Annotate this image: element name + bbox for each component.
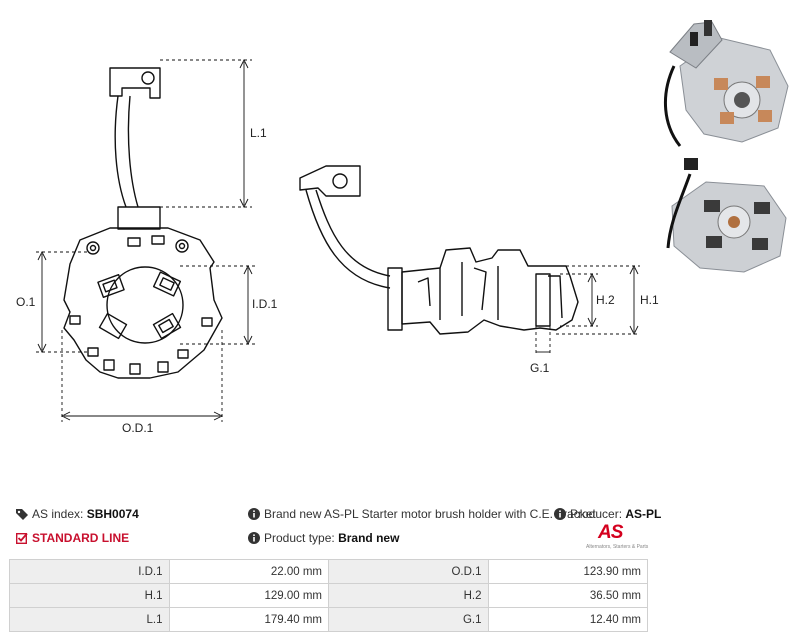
dim-label-h2: H.2 (596, 293, 615, 307)
table-row: H.1 129.00 mm H.2 36.50 mm (9, 583, 648, 608)
checkbox-checked-icon (16, 532, 28, 544)
product-type-label: Product type: (264, 531, 335, 545)
spec-value: 12.40 mm (487, 607, 648, 632)
spec-key: O.D.1 (328, 559, 489, 584)
product-description: Brand new AS-PL Starter motor brush hold… (248, 507, 596, 521)
dimensions-table: I.D.1 22.00 mm O.D.1 123.90 mm H.1 129.0… (9, 559, 648, 632)
as-pl-logo: AS Alternators, Starters & Parts (586, 522, 650, 552)
product-type: Product type: Brand new (248, 531, 399, 545)
info-icon (554, 508, 566, 520)
product-photo-1 (663, 20, 789, 147)
table-row: I.D.1 22.00 mm O.D.1 123.90 mm (9, 559, 648, 584)
spec-key: H.1 (9, 583, 170, 608)
spec-key: G.1 (328, 607, 489, 632)
dim-label-id1: I.D.1 (252, 297, 278, 311)
as-index: AS index: SBH0074 (16, 507, 139, 521)
standard-line-label: STANDARD LINE (32, 531, 130, 545)
tag-icon (16, 509, 28, 520)
spec-value: 22.00 mm (168, 559, 329, 584)
description-text: Brand new AS-PL Starter motor brush hold… (264, 507, 596, 521)
dim-label-od1: O.D.1 (122, 421, 154, 435)
as-index-label: AS index: (32, 507, 84, 521)
standard-line: STANDARD LINE (16, 531, 129, 545)
spec-key: L.1 (9, 607, 170, 632)
technical-drawing: L.1 O.1 I.D.1 O.D.1 H.1 H.2 G.1 (16, 58, 659, 435)
dim-label-g1: G.1 (530, 361, 550, 375)
dim-label-h1: H.1 (640, 293, 659, 307)
spec-key: H.2 (328, 583, 489, 608)
product-photo-2 (666, 158, 787, 273)
spec-value: 129.00 mm (168, 583, 329, 608)
dim-label-o1: O.1 (16, 295, 36, 309)
spec-value: 179.40 mm (168, 607, 329, 632)
spec-value: 123.90 mm (487, 559, 648, 584)
spec-key: I.D.1 (9, 559, 170, 584)
product-type-value: Brand new (338, 531, 400, 545)
left-view-brush-holder (63, 67, 223, 379)
producer-label: Producer: (570, 507, 623, 521)
info-icon (248, 532, 260, 544)
producer-value: AS-PL (625, 507, 662, 521)
logo-text: AS (598, 522, 623, 543)
as-index-value: SBH0074 (86, 507, 139, 521)
logo-tagline: Alternators, Starters & Parts (586, 544, 649, 550)
spec-value: 36.50 mm (487, 583, 648, 608)
dim-label-l1: L.1 (250, 126, 267, 140)
producer: Producer: AS-PL (554, 507, 661, 521)
info-icon (248, 508, 260, 520)
side-view-brush-holder (299, 165, 579, 335)
table-row: L.1 179.40 mm G.1 12.40 mm (9, 607, 648, 632)
